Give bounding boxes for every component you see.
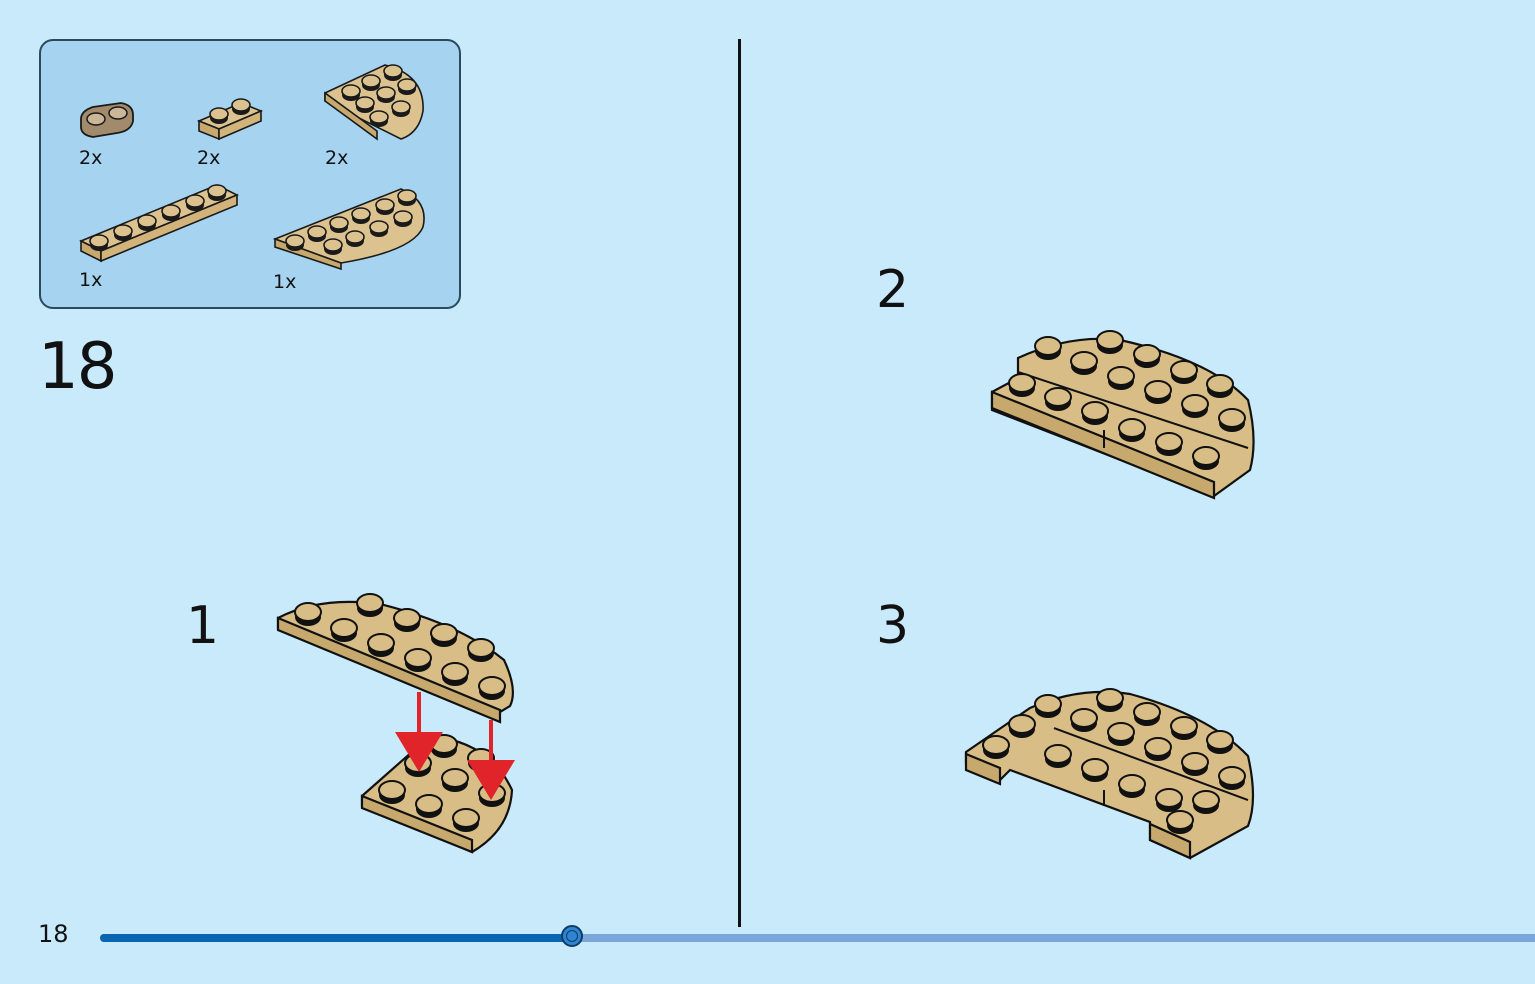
part-qty-plate-1x6: 1x: [79, 269, 103, 291]
part-qty-round-plate-1x2: 2x: [79, 147, 103, 169]
part-plate-1x2: [196, 98, 264, 141]
progress-handle[interactable]: [560, 925, 583, 947]
assembly-step-2: [990, 330, 1255, 500]
part-round-plate-1x2: [80, 102, 134, 138]
sub-step-3-number: 3: [876, 596, 910, 656]
assembly-step-3: [964, 688, 1255, 860]
assembly-step-1: [276, 593, 515, 854]
part-qty-half-round-plate: 1x: [273, 271, 297, 293]
part-qty-quarter-round-plate: 2x: [325, 147, 349, 169]
step-number: 18: [38, 330, 117, 404]
part-qty-plate-1x2: 2x: [197, 147, 221, 169]
parts-list-box: 2x 2x 2x 1x 1x: [39, 39, 461, 309]
progress-bar[interactable]: [100, 925, 1535, 947]
page-number: 18: [38, 920, 69, 948]
sub-step-1-number: 1: [186, 596, 220, 656]
progress-bar-fill: [100, 934, 574, 942]
parts-illustrations: [79, 64, 425, 271]
part-plate-1x6: [79, 184, 239, 263]
page-divider: [738, 39, 741, 927]
part-half-round-plate: [272, 188, 425, 271]
part-quarter-round-plate: [324, 64, 424, 141]
sub-step-2-number: 2: [876, 260, 910, 320]
